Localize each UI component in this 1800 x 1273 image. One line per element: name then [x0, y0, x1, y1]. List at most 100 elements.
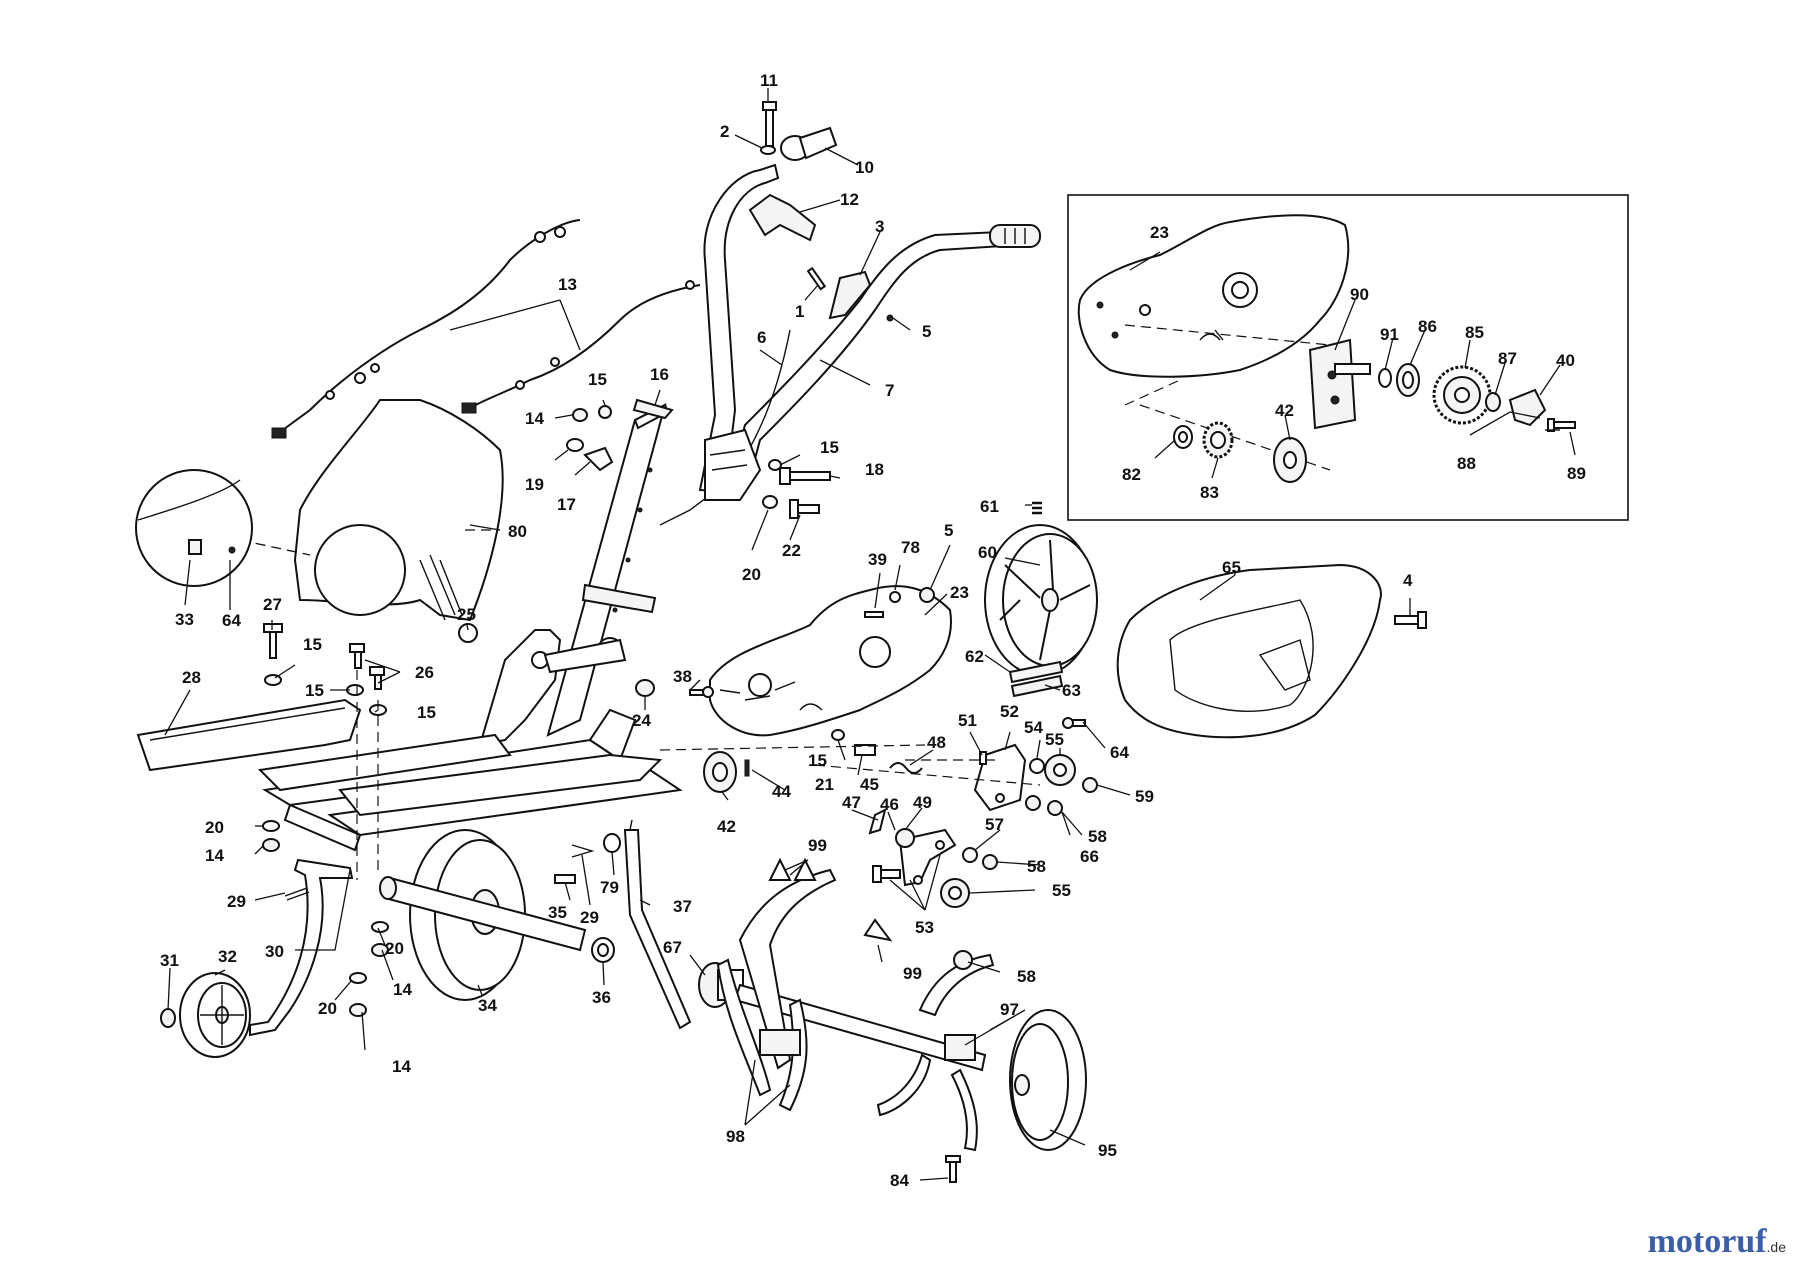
nut-stack-center [349, 921, 389, 1017]
label-49: 49 [913, 793, 932, 812]
pin-29a [284, 887, 310, 901]
handlebar [698, 163, 1041, 494]
bushing-36 [591, 937, 615, 963]
label-87: 87 [1498, 349, 1517, 368]
label-64a: 64 [222, 611, 241, 630]
watermark-brand: motoruf [1647, 1223, 1767, 1260]
label-51: 51 [958, 711, 977, 730]
label-6: 6 [757, 328, 766, 347]
label-34: 34 [478, 996, 497, 1015]
grip-10 [780, 126, 838, 161]
washer-57 [962, 847, 978, 863]
label-20c: 20 [385, 939, 404, 958]
wheel-32 [179, 972, 251, 1058]
label-79: 79 [600, 878, 619, 897]
bolt-4 [1394, 611, 1427, 629]
label-20b: 20 [205, 818, 224, 837]
label-23a: 23 [950, 583, 969, 602]
inset-plate-90 [1308, 338, 1357, 430]
pin-44 [744, 759, 750, 777]
label-15f: 15 [808, 751, 827, 770]
clip-99b [863, 918, 893, 942]
label-99b: 99 [903, 964, 922, 983]
leader-lines [164, 88, 1576, 1181]
label-64b: 64 [1110, 743, 1129, 762]
label-15d: 15 [305, 681, 324, 700]
inset-pulley-42 [1273, 437, 1307, 483]
nut-66 [1025, 795, 1041, 811]
bolt-84 [945, 1155, 961, 1183]
inset-washer-91 [1378, 368, 1392, 388]
clamp-16 [632, 398, 674, 420]
label-40: 40 [1556, 351, 1575, 370]
label-3: 3 [875, 217, 884, 236]
inset-bolt-89 [1547, 418, 1576, 432]
label-17: 17 [557, 495, 576, 514]
cable-13 [271, 219, 701, 439]
label-39: 39 [868, 550, 887, 569]
inset-washer-82 [1173, 425, 1193, 449]
label-42b: 42 [1275, 401, 1294, 420]
label-90: 90 [1350, 285, 1369, 304]
label-65: 65 [1222, 558, 1241, 577]
screw-64b [1062, 717, 1086, 729]
screw-11 [762, 101, 777, 147]
label-32: 32 [218, 947, 237, 966]
detail-circle-33 [135, 469, 253, 587]
clip-29b [571, 844, 595, 858]
hood-80 [293, 399, 504, 622]
label-14a: 14 [525, 409, 544, 428]
label-58a: 58 [1088, 827, 1107, 846]
label-14d: 14 [392, 1057, 411, 1076]
detail-inset-frame [1067, 194, 1629, 521]
inset-gear-83 [1202, 421, 1234, 459]
label-67: 67 [663, 938, 682, 957]
label-28: 28 [182, 668, 201, 687]
label-29a: 29 [227, 892, 246, 911]
label-66: 66 [1080, 847, 1099, 866]
axle-shaft [379, 876, 587, 952]
bolt-45 [854, 744, 876, 756]
label-16: 16 [650, 365, 669, 384]
label-60: 60 [978, 543, 997, 562]
nut-15a [598, 405, 612, 419]
inset-sprocket-85 [1432, 365, 1492, 425]
nut-59 [1082, 777, 1098, 793]
label-20a: 20 [742, 565, 761, 584]
watermark-suffix: .de [1766, 1239, 1786, 1255]
lever-47-46 [868, 808, 887, 835]
label-57: 57 [985, 815, 1004, 834]
label-45: 45 [860, 775, 879, 794]
label-58c: 58 [1017, 967, 1036, 986]
label-53: 53 [915, 918, 934, 937]
label-26: 26 [415, 663, 434, 682]
arm-37 [623, 819, 692, 1030]
washer-15b [768, 459, 782, 471]
mudguard-28 [136, 698, 362, 772]
label-86: 86 [1418, 317, 1437, 336]
nut-14a [572, 408, 588, 422]
disc-95 [1009, 1009, 1087, 1151]
bushing-79 [603, 833, 621, 853]
nut-5b [919, 587, 935, 603]
cover-65 [1116, 563, 1382, 739]
label-15b: 15 [820, 438, 839, 457]
label-15e: 15 [417, 703, 436, 722]
bolt-22 [789, 499, 820, 519]
pulley-60 [984, 524, 1098, 676]
shield-middle [257, 733, 663, 817]
motoruf-watermark-logo: motoruf.de [1648, 1223, 1786, 1261]
label-15a: 15 [588, 370, 607, 389]
screw-38 [689, 686, 714, 698]
arm-49-53 [895, 828, 957, 887]
label-15c: 15 [303, 635, 322, 654]
roller-55b [940, 878, 970, 908]
housing-23 [709, 585, 952, 737]
bolt-18 [779, 467, 831, 485]
label-33: 33 [175, 610, 194, 629]
label-55a: 55 [1045, 730, 1064, 749]
label-23b: 23 [1150, 223, 1169, 242]
label-25: 25 [457, 605, 476, 624]
bolts-26 [349, 643, 385, 690]
